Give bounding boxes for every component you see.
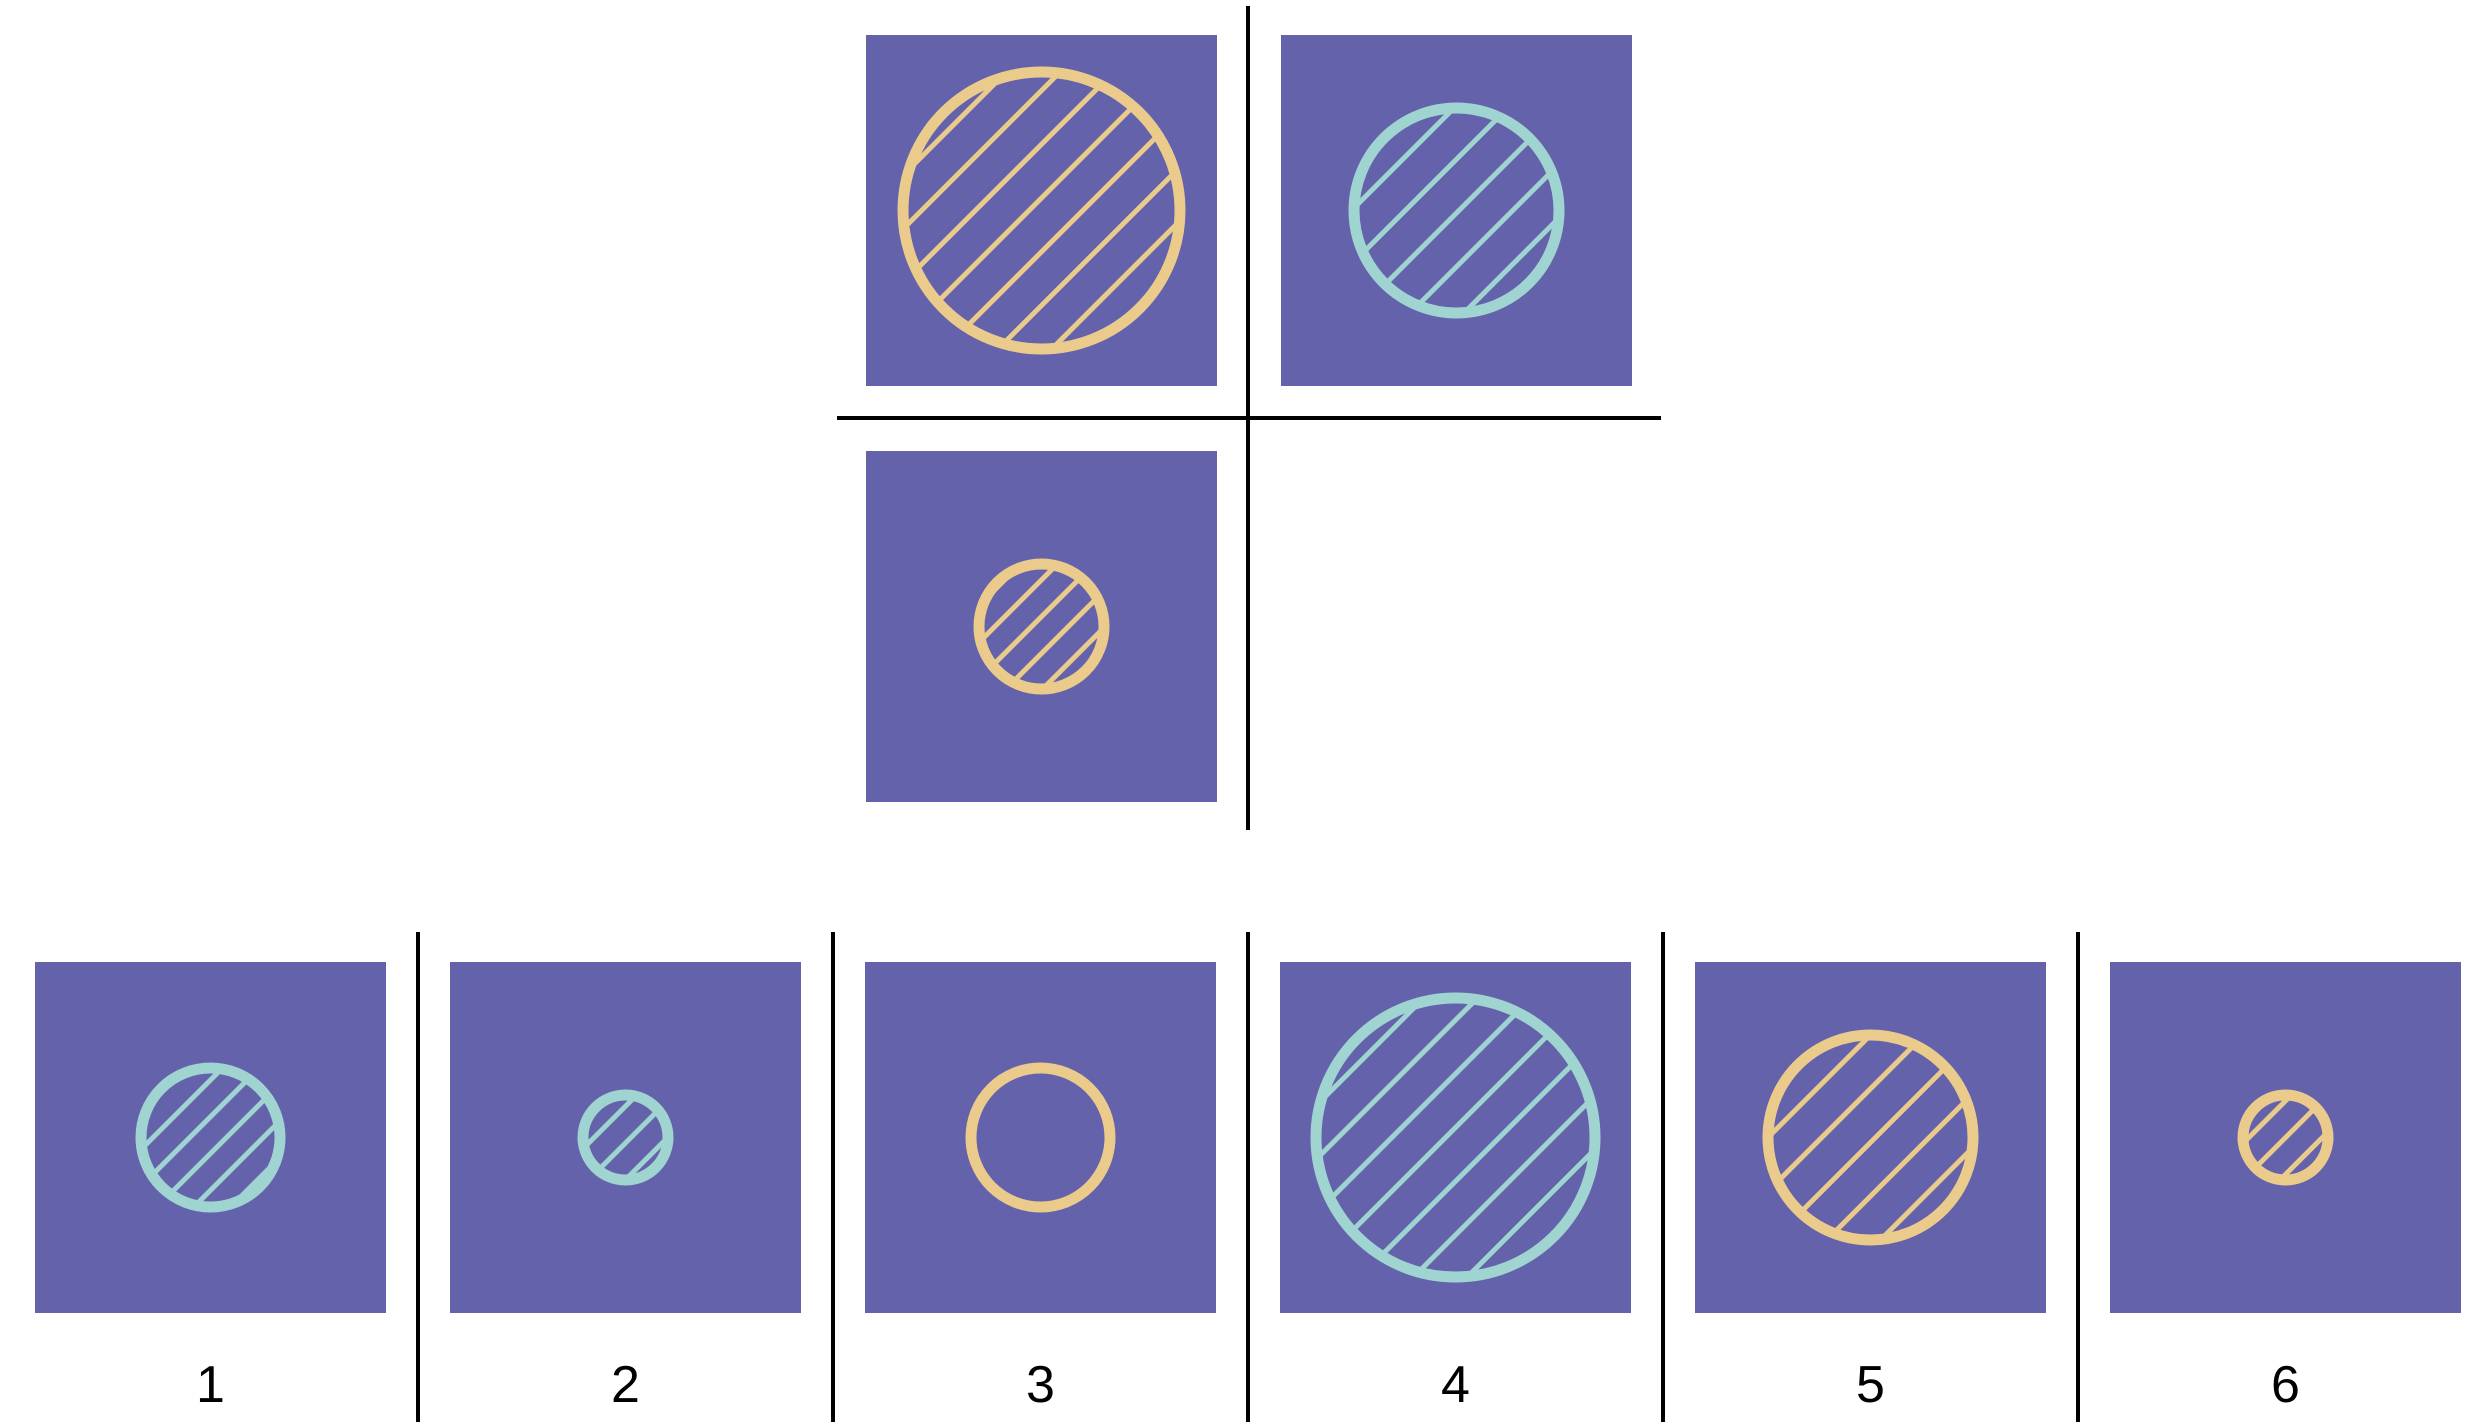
- option-panel-5[interactable]: [1695, 962, 2046, 1313]
- circle-outline: [965, 1062, 1116, 1213]
- matrix-cell-2: [1281, 35, 1632, 386]
- option-panel-6[interactable]: [2110, 962, 2461, 1313]
- option-panel-1[interactable]: [35, 962, 386, 1313]
- option-panel-4[interactable]: [1280, 962, 1631, 1313]
- circle-hatch-fill: [583, 1095, 668, 1180]
- circle-outline: [1348, 102, 1565, 319]
- circle-outline: [577, 1089, 674, 1186]
- circle-outline: [1310, 992, 1601, 1283]
- matrix-cell-1: [866, 35, 1217, 386]
- option-panel-2[interactable]: [450, 962, 801, 1313]
- circle-outline: [135, 1062, 286, 1213]
- option-dividers: [416, 932, 2080, 1422]
- option-label-6[interactable]: 6: [2271, 1356, 2300, 1414]
- circle-hatch-fill: [903, 72, 1180, 349]
- circle-hatch-fill: [1354, 108, 1559, 313]
- circle-hatch-fill: [1316, 998, 1595, 1277]
- circle-hatch-fill: [141, 1068, 280, 1207]
- circle-outline: [2237, 1089, 2334, 1186]
- circle-outline: [973, 558, 1110, 695]
- matrix-cell-3: [866, 451, 1217, 802]
- circle-hatch-fill: [2243, 1095, 2328, 1180]
- option-label-2[interactable]: 2: [611, 1356, 640, 1414]
- circle-outline: [1762, 1029, 1979, 1246]
- option-panel-3[interactable]: [865, 962, 1216, 1313]
- option-label-1[interactable]: 1: [196, 1356, 225, 1414]
- circle-outline: [897, 66, 1186, 355]
- panel-background: [865, 962, 1216, 1313]
- option-label-4[interactable]: 4: [1441, 1356, 1470, 1414]
- option-label-3[interactable]: 3: [1026, 1356, 1055, 1414]
- circle-hatch-fill: [1768, 1035, 1973, 1240]
- option-label-5[interactable]: 5: [1856, 1356, 1885, 1414]
- circle-hatch-fill: [979, 564, 1104, 689]
